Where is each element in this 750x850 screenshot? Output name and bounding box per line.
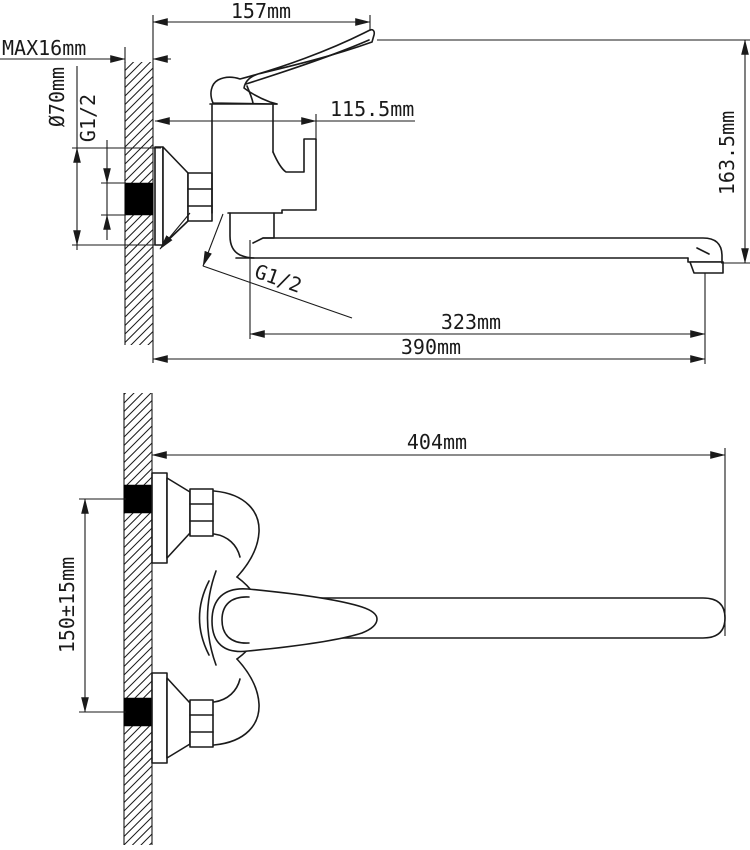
plan-escutcheon-bottom [151,672,214,764]
dim-max16: MAX16mm [0,36,171,63]
inlet-pipe-bottom [123,697,153,727]
dim-label-150mm: 150±15mm [55,557,79,653]
dim-163-5: 163.5mm [377,39,750,264]
side-view: 157mm MAX16mm Ø70mm G1/2 [0,0,750,364]
side-spout [229,212,724,274]
dim-label-323mm: 323mm [441,310,501,334]
handle-crease-line [245,39,370,85]
side-handle-lever [210,28,376,105]
dim-label-163-5mm: 163.5mm [715,111,739,195]
dim-115-5: 115.5mm [154,97,415,140]
plan-escutcheon-top [151,472,214,564]
plan-nut-bottom [189,699,214,748]
dim-label-390mm: 390mm [401,335,461,359]
plan-nut-top [189,488,214,537]
side-escutcheon [154,146,213,246]
dim-150: 150±15mm [55,498,126,713]
dim-404: 404mm [151,430,726,636]
dim-390: 390mm [152,335,706,363]
plan-handle-lever [211,588,378,653]
plan-body [198,490,263,746]
dim-157: 157mm [152,0,371,31]
dim-323: 323mm [249,240,706,364]
dim-dia70: Ø70mm [45,66,161,250]
inlet-pipe-section [124,182,154,216]
dim-label-115-5mm: 115.5mm [330,97,414,121]
dim-label-404mm: 404mm [407,430,467,454]
plan-view: 404mm 150±15mm [55,393,726,845]
spout-outlet [689,261,724,274]
side-body [209,103,317,214]
dim-label-max16mm: MAX16mm [2,36,86,60]
dim-g12-inlet: G1/2 [76,94,126,240]
dim-label-dia70mm: Ø70mm [45,67,69,127]
leader-g12-spout: G1/2 [159,212,353,319]
side-connection-nut [187,172,213,222]
inlet-pipe-top [123,484,153,514]
dim-label-g12-inlet: G1/2 [76,94,100,142]
dim-label-157mm: 157mm [231,0,291,23]
plan-wall [123,393,153,845]
side-wall [124,15,154,363]
